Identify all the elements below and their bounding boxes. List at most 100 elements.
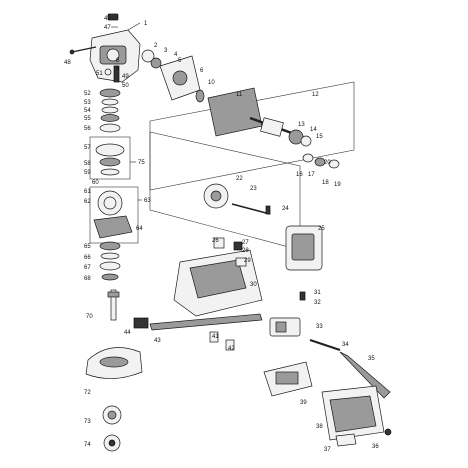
callout-12: 12 — [312, 92, 319, 98]
callout-65: 65 — [84, 244, 91, 250]
part-10 — [195, 89, 205, 103]
part-18 — [314, 157, 326, 167]
callout-53: 53 — [84, 100, 91, 106]
callout-29: 29 — [244, 258, 251, 264]
gear-housing — [89, 13, 141, 83]
callout-64: 64 — [136, 226, 143, 232]
part-41 — [209, 331, 219, 343]
callout-2: 2 — [154, 43, 158, 49]
nameplate — [335, 433, 357, 447]
switch-lever — [149, 313, 263, 331]
callout-17: 17 — [308, 172, 315, 178]
part-15 — [300, 135, 312, 147]
callout-16: 16 — [296, 172, 303, 178]
callout-48: 48 — [64, 60, 71, 66]
switch — [269, 317, 301, 337]
callout-75: 75 — [138, 160, 145, 166]
callout-74: 74 — [84, 442, 91, 448]
callout-60: 60 — [92, 180, 99, 186]
bevel-gear — [95, 143, 125, 176]
callout-25: 25 — [318, 226, 325, 232]
callout-47: 47 — [104, 25, 111, 31]
motor-housing — [173, 249, 263, 317]
callout-33: 33 — [316, 324, 323, 330]
callout-5: 5 — [178, 58, 182, 64]
callout-9: 9 — [116, 66, 120, 72]
ring-55 — [100, 114, 120, 122]
part-26 — [213, 237, 225, 249]
callout-20: 20 — [324, 160, 331, 166]
callout-46: 46 — [104, 16, 111, 22]
part-42 — [225, 339, 235, 351]
callout-22: 22 — [236, 176, 243, 182]
spindle — [107, 289, 120, 321]
ring-54 — [101, 106, 119, 114]
callout-32: 32 — [314, 300, 321, 306]
callout-27: 27 — [242, 240, 249, 246]
callout-13: 13 — [298, 122, 305, 128]
callout-51: 51 — [96, 71, 103, 77]
callout-43: 43 — [154, 338, 161, 344]
callout-4: 4 — [174, 52, 178, 58]
callout-36: 36 — [372, 444, 379, 450]
controller — [263, 361, 313, 397]
part-34 — [309, 339, 341, 351]
callout-1: 1 — [144, 21, 148, 27]
callout-3: 3 — [164, 48, 168, 54]
part-29 — [235, 257, 247, 267]
part-16 — [302, 153, 314, 163]
callout-52: 52 — [84, 91, 91, 97]
callout-67: 67 — [84, 265, 91, 271]
bearing-box — [93, 190, 133, 239]
bolt-23 — [231, 203, 271, 215]
callout-8: 8 — [116, 58, 120, 64]
callout-66: 66 — [84, 255, 91, 261]
callout-58: 58 — [84, 161, 91, 167]
wheel-guard — [85, 347, 143, 379]
screw-36 — [384, 428, 392, 436]
ring-68 — [101, 273, 119, 281]
callout-42: 42 — [228, 346, 235, 352]
part-27 — [233, 241, 243, 251]
ring-53 — [101, 98, 119, 106]
rear-cover — [321, 385, 385, 441]
part-31 — [299, 291, 306, 301]
callout-28: 28 — [242, 248, 249, 254]
ring-66 — [100, 252, 120, 260]
callout-38: 38 — [316, 424, 323, 430]
callout-26: 26 — [212, 238, 219, 244]
callout-37: 37 — [324, 447, 331, 453]
part-19 — [328, 159, 340, 169]
callout-23: 23 — [250, 186, 257, 192]
field-coil — [285, 225, 323, 271]
callout-68: 68 — [84, 276, 91, 282]
callout-31: 31 — [314, 290, 321, 296]
callout-11: 11 — [236, 92, 243, 98]
ring-56 — [99, 123, 121, 133]
inner-flange — [102, 405, 122, 425]
callout-19: 19 — [334, 182, 341, 188]
callout-49: 49 — [122, 74, 129, 80]
part-44 — [133, 317, 149, 329]
callout-34: 34 — [342, 342, 349, 348]
bearing-box-6 — [159, 55, 201, 101]
lock-nut — [103, 434, 121, 452]
callout-72: 72 — [84, 390, 91, 396]
callout-10: 10 — [208, 80, 215, 86]
callout-59: 59 — [84, 170, 91, 176]
callout-15: 15 — [316, 134, 323, 140]
callout-50: 50 — [122, 83, 129, 89]
callout-61: 61 — [84, 189, 91, 195]
callout-56: 56 — [84, 126, 91, 132]
callout-55: 55 — [84, 116, 91, 122]
callout-39: 39 — [300, 400, 307, 406]
callout-57: 57 — [84, 145, 91, 151]
part-51 — [104, 68, 112, 76]
callout-63: 63 — [144, 198, 151, 204]
callout-24: 24 — [282, 206, 289, 212]
callout-41: 41 — [212, 334, 219, 340]
part-50 — [113, 65, 120, 83]
part-3 — [150, 57, 162, 69]
callout-54: 54 — [84, 108, 91, 114]
callout-70: 70 — [86, 314, 93, 320]
